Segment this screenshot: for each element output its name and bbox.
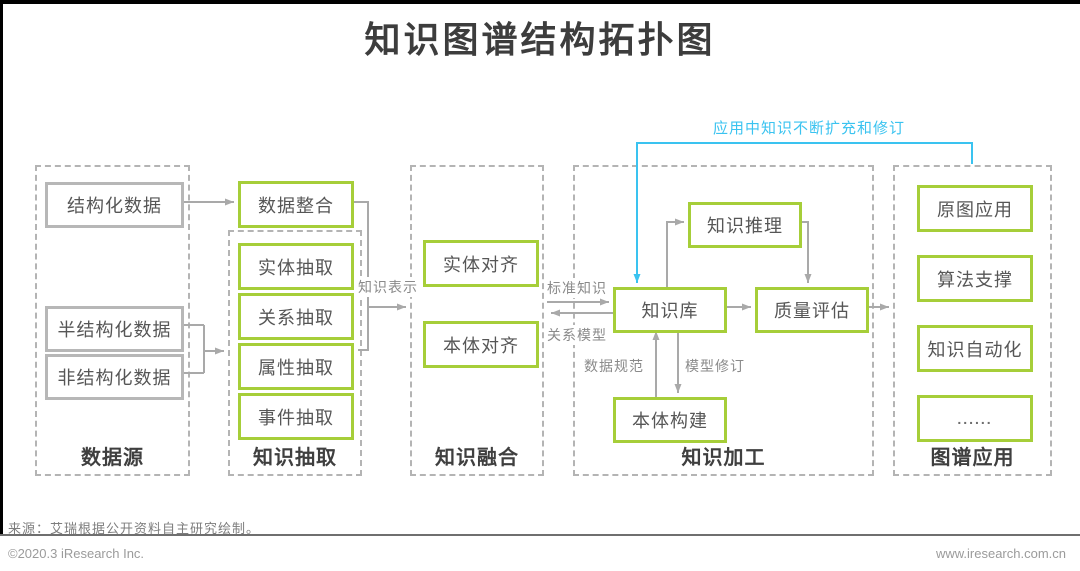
section-label-knowledge-processing: 知识加工 (681, 447, 766, 469)
section-knowledge-extraction: 知识抽取 (228, 230, 362, 476)
page-title: 知识图谱结构拓扑图 (364, 19, 716, 60)
footer-divider (0, 534, 1080, 536)
edge-label-data-specification: 数据规范 (583, 356, 645, 376)
section-label-data-source: 数据源 (81, 447, 144, 469)
section-label-graph-application: 图谱应用 (930, 447, 1015, 469)
box-data-integration: 数据整合 (238, 181, 354, 228)
box-entity-extraction: 实体抽取 (238, 243, 354, 290)
edge-label-standard-knowledge: 标准知识 (546, 278, 608, 298)
edge-label-feedback: 应用中知识不断扩充和修订 (712, 120, 905, 137)
footer-website: www.iresearch.com.cn (935, 546, 1066, 561)
box-ontology-construction: 本体构建 (613, 397, 727, 443)
box-unstructured-data: 非结构化数据 (45, 354, 184, 400)
footer-copyright: ©2020.3 iResearch Inc. (8, 546, 145, 561)
box-quality-evaluation: 质量评估 (755, 287, 869, 333)
page-border-left (0, 0, 3, 536)
box-semi-structured-data: 半结构化数据 (45, 306, 184, 352)
edge-label-relation-model: 关系模型 (546, 325, 608, 345)
box-relation-extraction: 关系抽取 (238, 293, 354, 340)
section-knowledge-fusion: 知识融合 (410, 165, 544, 476)
box-ontology-alignment: 本体对齐 (423, 321, 539, 368)
edge-label-knowledge-representation: 知识表示 (357, 277, 419, 297)
section-label-knowledge-extraction: 知识抽取 (253, 447, 337, 469)
box-entity-alignment: 实体对齐 (423, 240, 539, 287)
box-algorithm-support: 算法支撑 (917, 255, 1033, 302)
box-attribute-extraction: 属性抽取 (238, 343, 354, 390)
box-original-graph-application: 原图应用 (917, 185, 1033, 232)
box-knowledge-reasoning: 知识推理 (688, 202, 802, 248)
section-label-knowledge-fusion: 知识融合 (435, 447, 519, 469)
box-event-extraction: 事件抽取 (238, 393, 354, 440)
section-data-source: 数据源 (35, 165, 190, 476)
box-structured-data: 结构化数据 (45, 182, 184, 228)
box-knowledge-automation: 知识自动化 (917, 325, 1033, 372)
box-knowledge-base: 知识库 (613, 287, 727, 333)
page-border-top (0, 0, 1080, 4)
box-ellipsis: ...... (917, 395, 1033, 442)
footer-source-note: 来源：艾瑞根据公开资料自主研究绘制。 (8, 521, 261, 536)
edge-label-model-revision: 模型修订 (684, 356, 746, 376)
